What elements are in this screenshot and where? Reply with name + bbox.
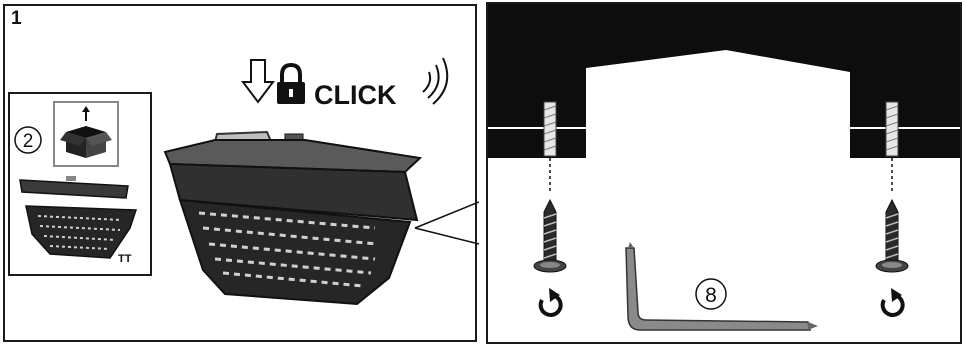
click-label: CLICK [314, 80, 397, 110]
small-lid [19, 179, 129, 199]
wall-anchor-right [885, 101, 899, 194]
step-number: 1 [11, 8, 22, 29]
mounting-illustration: 8 [488, 4, 960, 331]
arrow-down-icon [241, 59, 275, 104]
inset-step-number: 2 [23, 131, 34, 152]
inset-mark: TT [118, 253, 132, 265]
rotate-clockwise-icon [880, 288, 905, 317]
inset-illustration: 2 [14, 101, 138, 265]
screw-icon [533, 198, 567, 273]
box-open-icon [53, 101, 119, 167]
rotate-clockwise-icon [538, 288, 563, 317]
assembly-illustration: CLICK [163, 57, 479, 306]
circled-number-2: 2 [14, 126, 42, 154]
mounting-panel: 8 [486, 2, 962, 344]
sound-waves-icon [422, 57, 449, 105]
screw-icon [875, 198, 909, 273]
l-key-icon [625, 242, 818, 331]
inset-panel: 2 [8, 92, 152, 276]
wall-anchor-left [543, 101, 557, 194]
filter-unit [163, 130, 479, 306]
padlock-icon [277, 62, 305, 104]
small-basket [25, 205, 138, 259]
tool-number: 8 [705, 284, 717, 307]
cabinet-wall [488, 4, 960, 158]
assembly-panel: 1 CLICK [3, 4, 479, 342]
circled-number-8: 8 [695, 278, 727, 310]
